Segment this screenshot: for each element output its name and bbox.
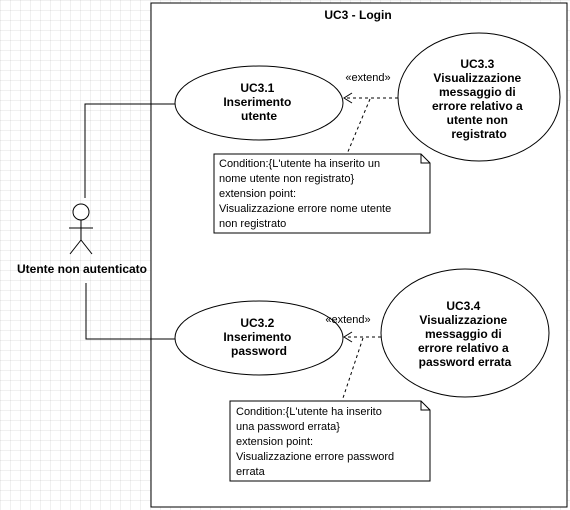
note-connector-top: [346, 98, 371, 155]
use-case-uc31-line-2: Inserimento: [223, 95, 291, 109]
note-2-line-5: errata: [236, 466, 266, 478]
use-case-uc33-line-2: Visualizzazione: [433, 71, 521, 85]
extend-label-bottom: «extend»: [325, 314, 370, 326]
use-case-uc33-line-3: messaggio di: [439, 85, 516, 99]
note-2-line-4: Visualizzazione errore password: [236, 451, 394, 463]
use-case-uc31-line-1: UC3.1: [240, 81, 274, 95]
association-line-uc32: [85, 283, 176, 340]
use-case-uc32-line-1: UC3.2: [240, 316, 274, 330]
note-1-line-4: Visualizzazione errore nome utente: [219, 203, 391, 215]
use-case-uc33-line-1: UC3.3: [460, 57, 494, 71]
note-2-line-1: Condition:{L'utente ha inserito: [236, 406, 382, 418]
use-case-uc33-ellipse: [397, 32, 561, 162]
use-case-uc34-line-1: UC3.4: [446, 299, 480, 313]
use-case-uc33[interactable]: UC3.3 Visualizzazione messaggio di error…: [397, 32, 561, 162]
actor-right-leg: [80, 239, 93, 255]
note-1-line-5: non registrato: [219, 218, 286, 230]
extend-label-top: «extend»: [345, 72, 390, 84]
note-1-text: Condition:{L'utente ha inserito un nome …: [219, 158, 394, 230]
actor[interactable]: Utente non autenticato: [17, 203, 147, 276]
actor-left-leg: [69, 239, 82, 255]
association-line-uc31: [84, 103, 176, 198]
use-case-uc32-label: UC3.2 Inserimento password: [223, 316, 294, 358]
use-case-uc33-label: UC3.3 Visualizzazione messaggio di error…: [432, 57, 526, 141]
use-case-uc32-ellipse: [174, 300, 344, 376]
note-1-line-3: extension point:: [219, 188, 296, 200]
use-case-uc34-line-3: messaggio di: [425, 327, 502, 341]
use-case-uc31-label: UC3.1 Inserimento utente: [223, 81, 294, 123]
condition-note-1[interactable]: Condition:{L'utente ha inserito un nome …: [213, 153, 431, 234]
use-case-uc32-line-3: password: [231, 344, 287, 358]
use-case-uc31-ellipse: [174, 65, 344, 141]
note-2-body: [229, 400, 431, 482]
actor-name: Utente non autenticato: [17, 262, 147, 276]
note-connector-bottom: [341, 337, 364, 402]
note-2-line-3: extension point:: [236, 436, 313, 448]
extend-relation-top[interactable]: «extend»: [343, 72, 398, 104]
note-2-fold: [420, 401, 430, 411]
use-case-uc31[interactable]: UC3.1 Inserimento utente: [174, 65, 344, 141]
note-1-line-2: nome utente non registrato}: [219, 173, 354, 185]
note-2-line-2: una password errata}: [236, 421, 340, 433]
extend-arrowhead-bottom: [343, 331, 353, 343]
use-case-uc34-line-2: Visualizzazione: [419, 313, 507, 327]
use-case-uc33-line-6: registrato: [451, 127, 506, 141]
use-case-uc33-line-4: errore relativo a: [432, 99, 523, 113]
use-case-uc34-ellipse: [380, 268, 550, 398]
use-case-uc33-line-5: utente non: [447, 113, 508, 127]
extend-relation-bottom[interactable]: «extend»: [325, 314, 381, 343]
actor-head: [72, 203, 90, 221]
use-case-uc32[interactable]: UC3.2 Inserimento password: [174, 300, 344, 376]
use-case-uc31-line-3: utente: [241, 109, 277, 123]
boundary-title: UC3 - Login: [324, 8, 391, 22]
condition-note-2[interactable]: Condition:{L'utente ha inserito una pass…: [229, 400, 431, 482]
use-case-uc34-label: UC3.4 Visualizzazione messaggio di error…: [418, 299, 512, 369]
extend-arrowhead-top: [343, 92, 353, 104]
use-case-uc34[interactable]: UC3.4 Visualizzazione messaggio di error…: [380, 268, 550, 398]
use-case-uc34-line-5: password errata: [419, 355, 512, 369]
use-case-uc32-line-2: Inserimento: [223, 330, 291, 344]
note-1-line-1: Condition:{L'utente ha inserito un: [219, 158, 380, 170]
note-1-fold: [420, 154, 430, 164]
use-case-uc34-line-4: errore relativo a: [418, 341, 509, 355]
associations: [84, 103, 176, 340]
note-1-body: [213, 153, 431, 234]
note-2-text: Condition:{L'utente ha inserito una pass…: [236, 406, 397, 478]
